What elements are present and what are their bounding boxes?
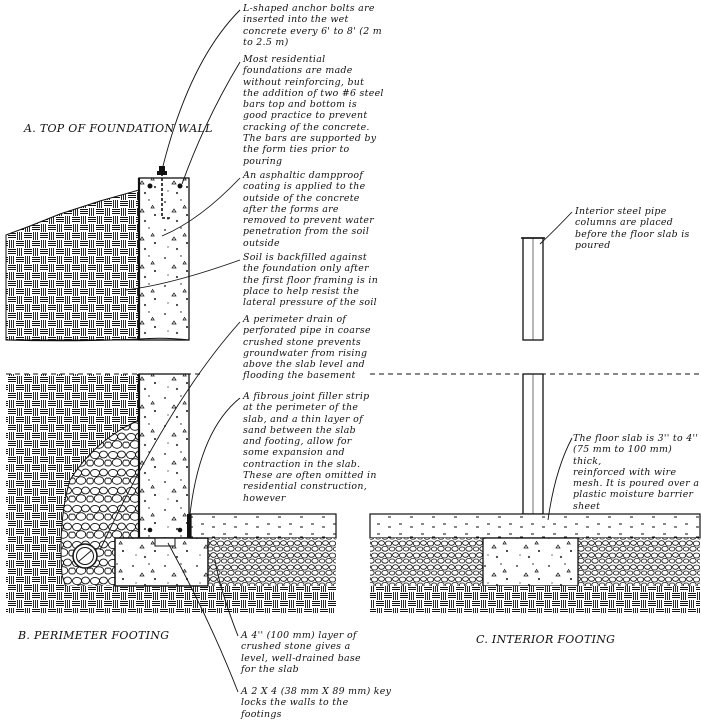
interior-footing: [482, 537, 579, 587]
note-key: A 2 X 4 (38 mm X 89 mm) key locks the wa…: [241, 686, 392, 720]
foundation-wall-a: [138, 177, 190, 341]
section-title-a: A. TOP OF FOUNDATION WALL: [24, 122, 213, 135]
soil-below-c: [370, 586, 700, 613]
note-steel-columns: Interior steel pipe columns are placed b…: [575, 206, 690, 251]
backfill-soil-a: [5, 189, 140, 341]
section-title-c: C. INTERIOR FOOTING: [476, 633, 616, 646]
note-anchor-bolts: L-shaped anchor bolts are inserted into …: [243, 3, 382, 48]
floor-slab-b: [190, 513, 337, 539]
note-dampproof: An asphaltic dampproof coating is applie…: [243, 170, 375, 249]
floor-slab-c: [369, 513, 701, 539]
perforated-drain-pipe: [72, 543, 98, 569]
detail-c-interior-footing: [369, 237, 701, 613]
leader-lines: [99, 9, 573, 693]
note-crushed-stone: A 4'' (100 mm) layer of crushed stone gi…: [241, 630, 361, 675]
crushed-stone-b: [208, 538, 336, 586]
soil-under-stone-b: [6, 586, 115, 613]
note-drain: A perimeter drain of perforated pipe in …: [243, 314, 371, 382]
footing-key: [154, 537, 176, 547]
anchor-bolt: [157, 166, 170, 219]
joint-filler-strip: [187, 514, 192, 538]
reinforcing-bar-bottom-a: [147, 527, 153, 533]
detail-a-top-of-wall: [5, 166, 190, 342]
reinforcing-bar-bottom-b: [177, 527, 183, 533]
note-reinforcing: Most residential foundations are made wi…: [243, 54, 384, 167]
detail-b-perimeter-footing: [6, 373, 337, 613]
note-backfill: Soil is backfilled against the foundatio…: [243, 252, 379, 309]
reinforcing-bar-top-b: [177, 183, 183, 189]
note-floor-slab: The floor slab is 3'' to 4'' (75 mm to 1…: [573, 433, 700, 512]
section-title-b: B. PERIMETER FOOTING: [18, 629, 170, 642]
note-joint-filler: A fibrous joint filler strip at the peri…: [243, 391, 377, 504]
foundation-wall-b: [138, 373, 190, 539]
reinforcing-bar-top-a: [147, 183, 153, 189]
